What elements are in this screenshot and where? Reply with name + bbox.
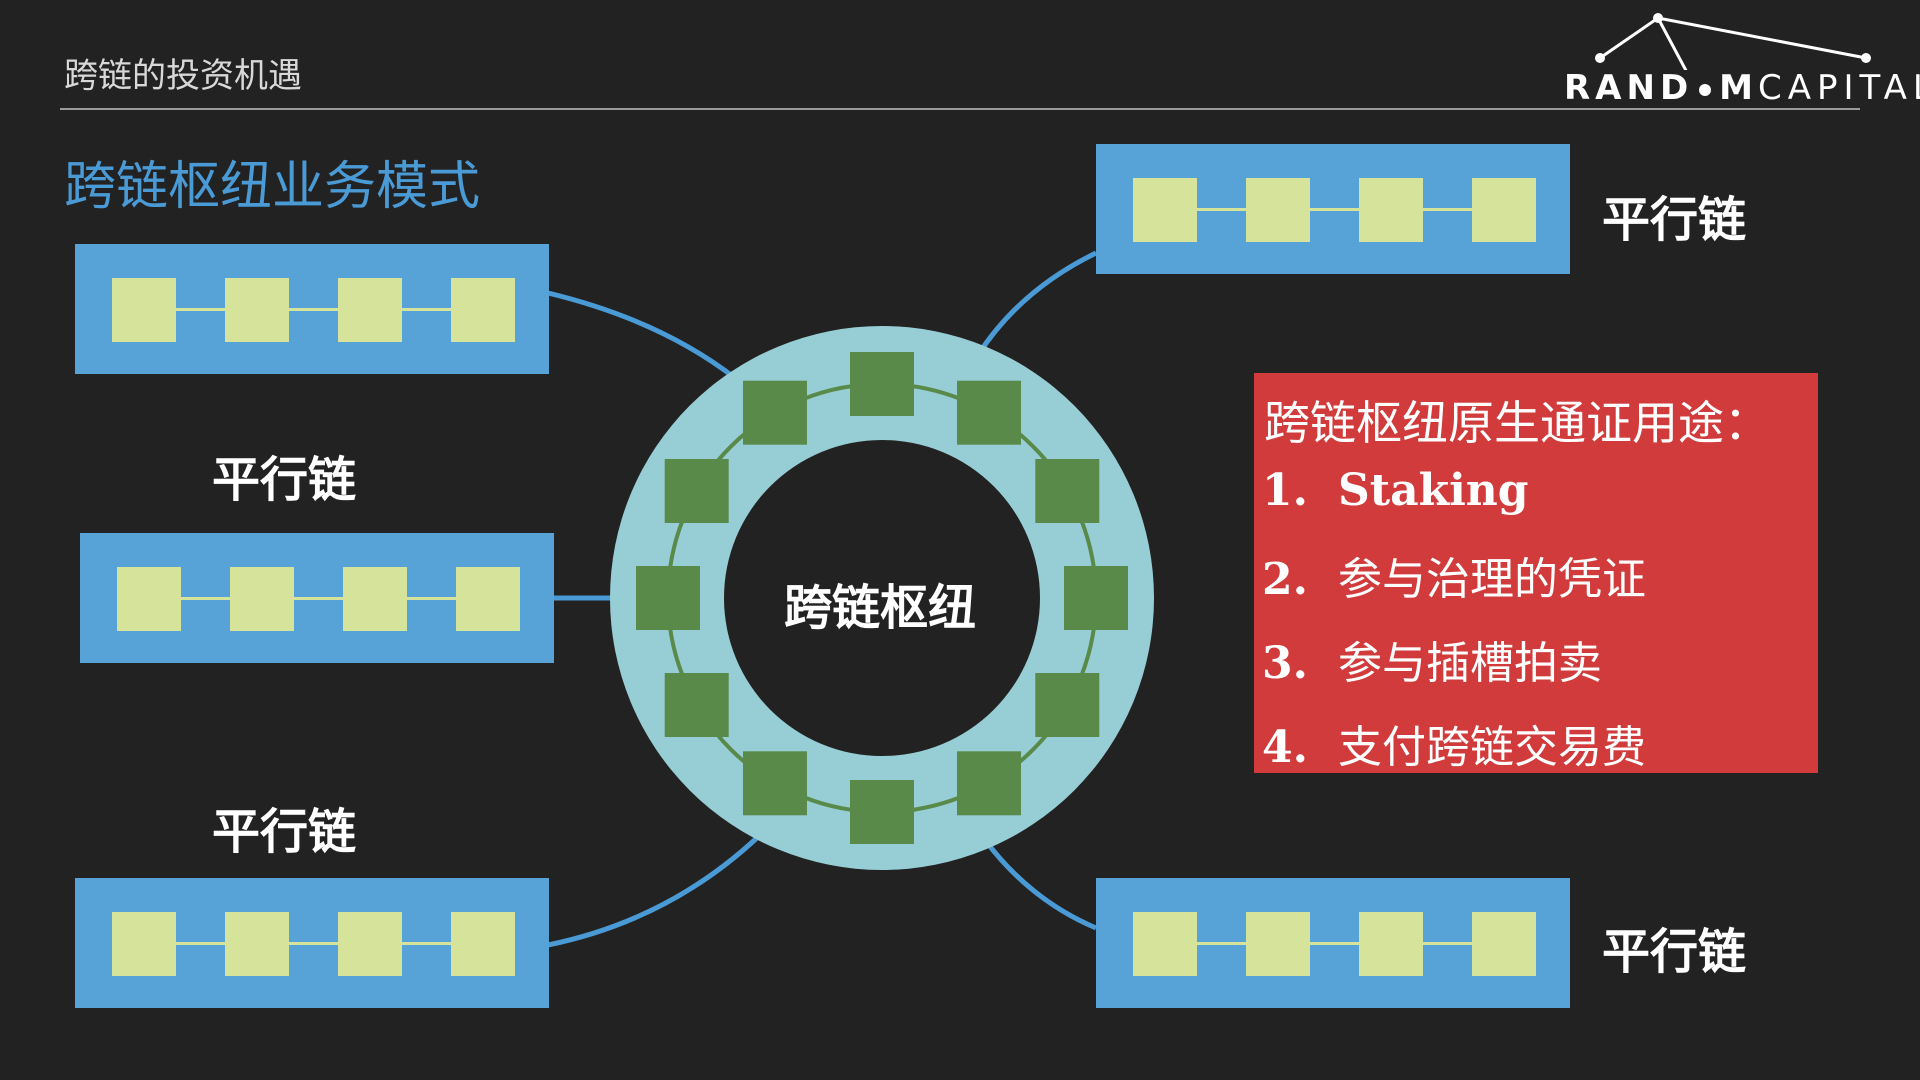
parachain-left-top <box>75 244 549 374</box>
parachain-label-right-bottom: 平行链 <box>1602 924 1747 980</box>
token-usage-box: 跨链枢纽原生通证用途： 1.Staking 2.参与治理的凭证 3.参与插槽拍卖… <box>1254 373 1818 773</box>
hub-block <box>850 780 914 844</box>
hub-block <box>850 352 914 416</box>
chain-block <box>1133 912 1197 976</box>
parachain-label-left-bottom: 平行链 <box>212 804 357 860</box>
chain-block <box>1359 178 1423 242</box>
hub-block <box>664 673 729 737</box>
chain-block <box>1472 912 1536 976</box>
parachain-right-top <box>1096 144 1570 274</box>
header-title: 跨链的投资机遇 <box>64 56 302 96</box>
parachain-label-right-top: 平行链 <box>1602 192 1747 248</box>
parachain-left-bottom <box>75 878 549 1008</box>
connector-left-top <box>547 290 737 380</box>
token-usage-item: 2.参与治理的凭证 <box>1262 554 1646 605</box>
hub-block <box>1035 673 1100 737</box>
chain-block <box>112 278 176 342</box>
chain-block <box>1246 178 1310 242</box>
chain-link-line <box>1136 208 1530 211</box>
constellation-icon <box>1595 13 1871 79</box>
token-usage-title: 跨链枢纽原生通证用途： <box>1264 396 1770 450</box>
chain-block <box>1133 178 1197 242</box>
chain-block <box>1472 178 1536 242</box>
header-divider <box>60 108 1860 110</box>
chain-block <box>1359 912 1423 976</box>
chain-link-line <box>120 597 514 600</box>
parachain-label-left-middle: 平行链 <box>212 452 357 508</box>
token-usage-item: 4.支付跨链交易费 <box>1262 722 1646 773</box>
chain-link-line <box>115 308 509 311</box>
parachain-right-bottom <box>1096 878 1570 1008</box>
parachain-left-middle <box>80 533 554 663</box>
chain-block <box>343 567 407 631</box>
hub-block <box>1064 566 1128 630</box>
chain-block <box>117 567 181 631</box>
hub-block <box>743 751 807 816</box>
chain-block <box>230 567 294 631</box>
chain-block <box>338 278 402 342</box>
hub-block <box>957 380 1021 445</box>
chain-block <box>112 912 176 976</box>
chain-block <box>338 912 402 976</box>
chain-block <box>1246 912 1310 976</box>
hub-block <box>743 380 807 445</box>
connector-right-top <box>975 250 1098 357</box>
section-title: 跨链枢纽业务模式 <box>64 157 481 217</box>
chain-block <box>451 912 515 976</box>
hub-block <box>957 751 1021 816</box>
hub-label: 跨链枢纽 <box>783 580 976 636</box>
chain-link-line <box>115 942 509 945</box>
chain-block <box>225 912 289 976</box>
chain-block <box>451 278 515 342</box>
token-usage-item: 1.Staking <box>1262 465 1529 516</box>
hub-block <box>664 459 729 523</box>
chain-link-line <box>1136 942 1530 945</box>
connector-right-bottom <box>983 838 1097 931</box>
hub-blocks <box>636 352 1128 844</box>
token-usage-item: 3.参与插槽拍卖 <box>1262 638 1602 689</box>
hub-block <box>636 566 700 630</box>
chain-block <box>225 278 289 342</box>
hub-core <box>724 440 1040 756</box>
hub-block <box>1035 459 1100 523</box>
chain-block <box>456 567 520 631</box>
connector-left-bottom <box>547 833 762 948</box>
